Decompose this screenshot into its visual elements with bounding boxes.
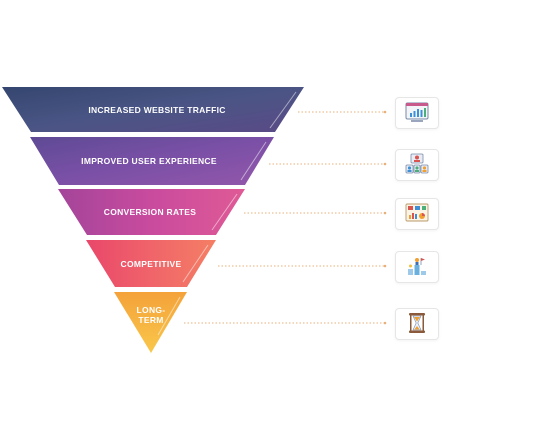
tier-2-label: IMPROVED USER EXPERIENCE — [81, 156, 217, 166]
icon-card-2 — [395, 149, 439, 181]
icon-card-3 — [395, 198, 439, 230]
tier-3-label: CONVERSION RATES — [103, 207, 197, 217]
connector-dot-2 — [383, 162, 387, 166]
tier-3-highlight — [211, 193, 238, 231]
tier-4-label: COMPETITIVE — [120, 259, 182, 269]
funnel-tier-3 — [58, 189, 245, 235]
tier-1-highlight — [269, 91, 297, 129]
funnel-tier-1 — [2, 87, 304, 132]
funnel-tier-5 — [114, 292, 187, 353]
tier-1-label: INCREASED WEBSITE TRAFFIC — [88, 105, 226, 115]
icon-card-5 — [395, 308, 439, 340]
tier-5-label: LONG-TERM — [136, 305, 166, 325]
trophy-leader-icon — [408, 258, 426, 275]
analytics-board-icon — [405, 203, 429, 222]
connector-dot-3 — [383, 211, 387, 215]
user-profiles-icon — [405, 153, 429, 174]
connector-dot-1 — [383, 110, 387, 114]
icon-card-1 — [395, 97, 439, 129]
funnel-tier-4 — [86, 240, 216, 287]
tier-2-highlight — [240, 141, 267, 181]
funnel-tier-2 — [30, 137, 274, 185]
connector-dot-5 — [383, 321, 387, 325]
tier-5-highlight — [157, 296, 181, 336]
icon-card-4 — [395, 251, 439, 283]
website-traffic-chart-icon — [405, 102, 429, 122]
hourglass-icon — [409, 313, 425, 333]
connector-dot-4 — [383, 264, 387, 268]
tier-4-highlight — [182, 244, 209, 283]
